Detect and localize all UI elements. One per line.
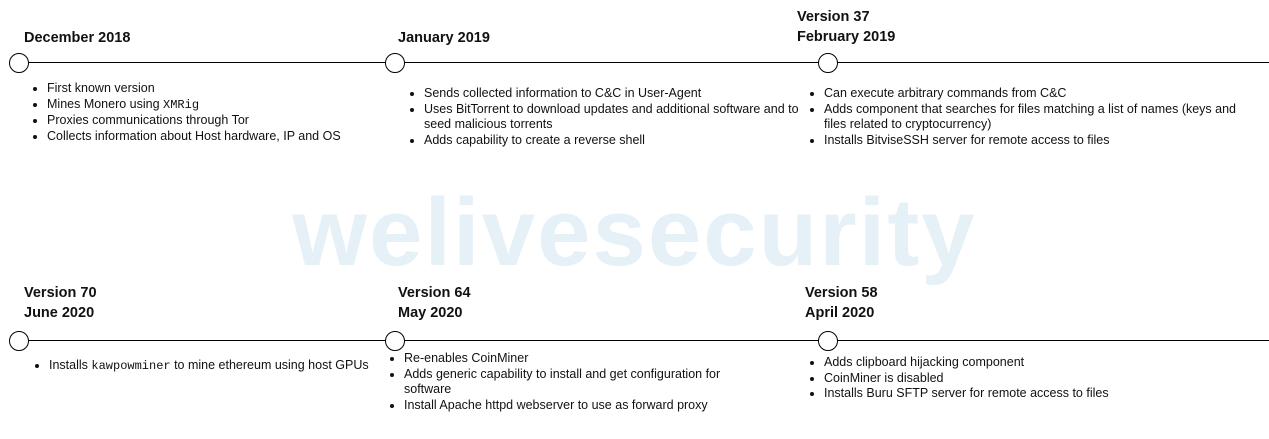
event-item: Can execute arbitrary commands from C&C [824, 86, 1244, 102]
event-item: Uses BitTorrent to download updates and … [424, 102, 809, 133]
event-item: Adds clipboard hijacking component [824, 355, 1244, 371]
event-title-line: Version 64 [398, 285, 471, 301]
event-item-text: Installs Buru SFTP server for remote acc… [824, 386, 1109, 400]
event-item-text: Can execute arbitrary commands from C&C [824, 86, 1067, 100]
watermark-logo: welivesecurity [292, 179, 977, 286]
event-item: Re-enables CoinMiner [404, 351, 724, 367]
event-title-feb2019: Version 37 February 2019 [797, 7, 895, 47]
event-items-jan2019: Sends collected information to C&C in Us… [406, 86, 809, 148]
event-item-text: Mines Monero using [47, 96, 164, 111]
event-title-line: Version 37 [797, 9, 870, 25]
event-item-text: to mine ethereum using host GPUs [170, 358, 369, 372]
event-items-apr2020: Adds clipboard hijacking componentCoinMi… [806, 355, 1244, 402]
event-item: Sends collected information to C&C in Us… [424, 86, 809, 102]
timeline-line-bottom [18, 340, 1269, 341]
timeline-node-feb2019 [818, 53, 838, 73]
event-title-jun2020: Version 70 June 2020 [24, 283, 97, 323]
event-title-line: Version 70 [24, 285, 97, 301]
event-item-text: Adds component that searches for files m… [824, 101, 1237, 132]
event-title-apr2020: Version 58 April 2020 [805, 283, 878, 323]
event-item-code: XMRig [163, 97, 200, 112]
event-item: Adds capability to create a reverse shel… [424, 133, 809, 149]
event-item-text: Installs [49, 358, 92, 372]
event-title-line: Version 58 [805, 285, 878, 301]
timeline-node-dec2018 [9, 53, 29, 73]
event-item: Proxies communications through Tor [47, 113, 372, 129]
event-title-line: January 2019 [398, 30, 490, 46]
event-item: Collects information about Host hardware… [47, 129, 372, 145]
event-title-line: May 2020 [398, 305, 463, 321]
event-items-may2020: Re-enables CoinMinerAdds generic capabil… [386, 351, 724, 413]
event-title-line: February 2019 [797, 29, 896, 45]
event-item: Adds component that searches for files m… [824, 102, 1244, 133]
timeline-node-apr2020 [818, 331, 838, 351]
event-items-jun2020: Installs kawpowminer to mine ethereum us… [31, 358, 369, 375]
event-items-feb2019: Can execute arbitrary commands from C&CA… [806, 86, 1244, 148]
event-item-text: Collects information about Host hardware… [47, 128, 341, 143]
event-title-line: June 2020 [24, 305, 95, 321]
event-item: Installs kawpowminer to mine ethereum us… [49, 358, 369, 375]
timeline-line-top [18, 62, 1269, 63]
event-item: CoinMiner is disabled [824, 371, 1244, 387]
event-item-text: CoinMiner is disabled [824, 370, 944, 385]
event-item: Installs BitviseSSH server for remote ac… [824, 133, 1244, 149]
event-item-text: Adds generic capability to install and g… [404, 366, 721, 397]
event-title-line: April 2020 [805, 305, 875, 321]
event-title-may2020: Version 64 May 2020 [398, 283, 471, 323]
timeline-node-jan2019 [385, 53, 405, 73]
event-item-text: Adds clipboard hijacking component [824, 355, 1025, 369]
event-item: Mines Monero using XMRig [47, 97, 372, 114]
event-item: Adds generic capability to install and g… [404, 367, 724, 398]
event-item: Installs Buru SFTP server for remote acc… [824, 386, 1244, 402]
event-item-text: Re-enables CoinMiner [404, 351, 529, 365]
event-item-text: Install Apache httpd webserver to use as… [404, 397, 708, 412]
event-item: Install Apache httpd webserver to use as… [404, 398, 724, 414]
event-item-text: Uses BitTorrent to download updates and … [424, 101, 799, 132]
event-title-dec2018: December 2018 [24, 28, 130, 48]
timeline-node-jun2020 [9, 331, 29, 351]
event-title-jan2019: January 2019 [398, 28, 490, 48]
event-items-dec2018: First known versionMines Monero using XM… [29, 81, 372, 144]
event-item-text: Proxies communications through Tor [47, 113, 249, 127]
timeline-node-may2020 [385, 331, 405, 351]
event-item-text: First known version [47, 81, 155, 95]
event-item-text: Adds capability to create a reverse shel… [424, 132, 645, 147]
event-item-text: Sends collected information to C&C in Us… [424, 86, 702, 100]
event-item-code: kawpowminer [91, 359, 171, 373]
event-item-text: Installs BitviseSSH server for remote ac… [824, 132, 1110, 147]
event-title-line: December 2018 [24, 30, 131, 46]
event-item: First known version [47, 81, 372, 97]
